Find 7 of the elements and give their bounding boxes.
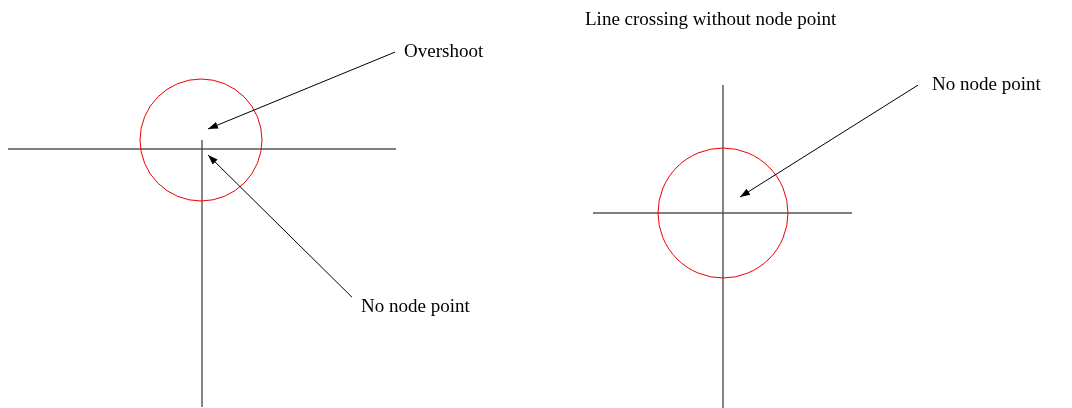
leader-line <box>207 154 353 298</box>
leader-line <box>207 51 396 130</box>
callout-label: No node point <box>361 295 470 317</box>
leader-line <box>739 84 919 198</box>
callout-label: No node point <box>932 73 1041 95</box>
callout-label: Overshoot <box>404 40 484 62</box>
panel-heading: Line crossing without node point <box>585 8 837 30</box>
